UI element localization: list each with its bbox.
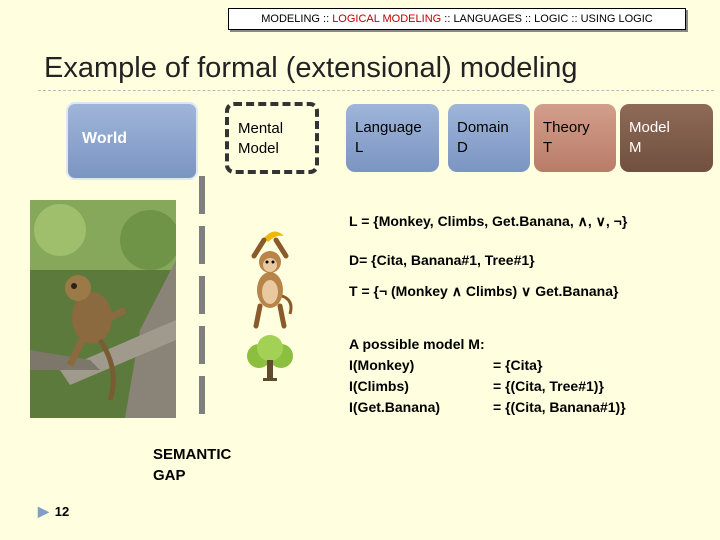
- title-divider: [38, 90, 714, 91]
- interpretation-row: I(Monkey) = {Cita}: [349, 357, 626, 378]
- interpretation-term: I(Monkey): [349, 357, 415, 373]
- slide-number-value: 12: [54, 504, 70, 519]
- breadcrumb-separator: ::: [319, 13, 333, 25]
- breadcrumb-item-using-logic[interactable]: USING LOGIC: [580, 13, 653, 25]
- slide-number: ▶ 12: [38, 503, 69, 520]
- world-box: World: [66, 102, 198, 180]
- breadcrumb-item-logic[interactable]: LOGIC: [534, 13, 569, 25]
- breadcrumb: MODELING :: LOGICAL MODELING :: LANGUAGE…: [228, 8, 686, 30]
- breadcrumb-item-languages[interactable]: LANGUAGES: [453, 13, 522, 25]
- model-heading: A possible model M:: [349, 336, 485, 352]
- breadcrumb-separator: ::: [521, 13, 535, 25]
- breadcrumb-separator: ::: [441, 13, 454, 25]
- breadcrumb-separator: ::: [568, 13, 581, 25]
- interpretation-row: I(Get.Banana) = {(Cita, Banana#1)}: [349, 399, 626, 420]
- interpretation-term: I(Climbs): [349, 378, 409, 394]
- model-box: Model M: [620, 104, 713, 172]
- language-formula: L = {Monkey, Climbs, Get.Banana, ∧, ∨, ¬…: [349, 213, 628, 229]
- triangle-right-icon: ▶: [38, 503, 49, 519]
- monkey-photo: [30, 200, 176, 418]
- breadcrumb-item-logical-modeling[interactable]: LOGICAL MODELING: [332, 13, 442, 25]
- language-box: Language L: [346, 104, 439, 172]
- theory-box: Theory T: [534, 104, 616, 172]
- interpretation-term: I(Get.Banana): [349, 399, 441, 415]
- domain-box: Domain D: [448, 104, 530, 172]
- monkey-banana-icon: [251, 231, 293, 329]
- page-title: Example of formal (extensional) modeling: [44, 52, 578, 84]
- interpretation-value: = {(Cita, Banana#1)}: [493, 399, 626, 415]
- interpretation-row: I(Climbs) = {(Cita, Tree#1)}: [349, 378, 626, 399]
- interpretation-value: = {(Cita, Tree#1)}: [493, 378, 604, 394]
- interpretation-value: = {Cita}: [493, 357, 543, 373]
- theory-formula: T = {¬ (Monkey ∧ Climbs) ∨ Get.Banana}: [349, 283, 619, 299]
- semantic-gap-line: [199, 176, 209, 428]
- breadcrumb-item-modeling[interactable]: MODELING: [261, 13, 320, 25]
- tree-icon: [247, 335, 293, 381]
- model-interpretation: A possible model M: I(Monkey) = {Cita} I(…: [349, 336, 626, 420]
- domain-formula: D= {Cita, Banana#1, Tree#1}: [349, 252, 535, 268]
- semantic-gap-label: SEMANTIC GAP: [153, 446, 232, 484]
- mental-model-box: Mental Model: [225, 102, 319, 174]
